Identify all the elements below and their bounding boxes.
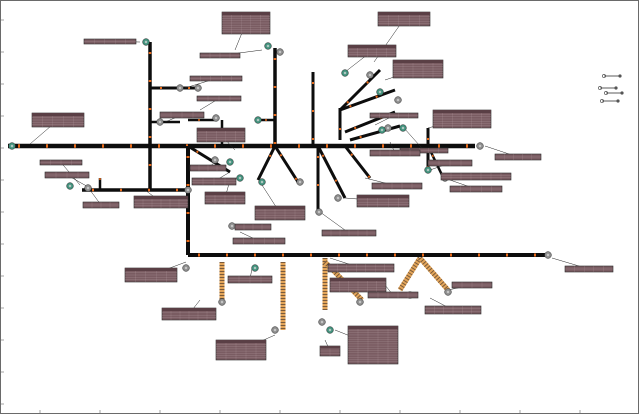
connector-pin-icon xyxy=(68,184,72,188)
connector-pin-icon xyxy=(396,98,400,102)
wire-table-header xyxy=(433,110,491,113)
wire-table-header xyxy=(197,128,245,131)
connector-pin-icon xyxy=(253,266,257,270)
connector-pin-icon xyxy=(278,50,282,54)
connector-pin-icon xyxy=(446,290,450,294)
connector-pin-icon xyxy=(298,180,302,184)
connector-pin-icon xyxy=(220,300,224,304)
wire-table-header xyxy=(255,206,305,209)
wire-table xyxy=(440,172,512,181)
connector-pin-icon xyxy=(401,126,405,130)
connector-pin-icon xyxy=(343,71,347,75)
connector-pin-icon xyxy=(378,90,382,94)
leader-line xyxy=(319,211,350,234)
harness-bundle xyxy=(338,68,382,112)
legend-symbol-icon xyxy=(600,99,604,103)
wire-table xyxy=(347,325,399,365)
connector-pin-icon xyxy=(196,86,200,90)
harness-bundle xyxy=(349,124,401,142)
harness-bundle xyxy=(316,145,347,199)
legend-symbol-icon xyxy=(616,99,620,103)
connector-pin-icon xyxy=(358,300,362,304)
connector-pin-icon xyxy=(213,158,217,162)
connector-pin-icon xyxy=(260,180,264,184)
connector-pin-icon xyxy=(328,328,332,332)
connector-pin-icon xyxy=(317,210,321,214)
wire-table-header xyxy=(162,308,216,311)
wire-table-header xyxy=(393,60,443,63)
connector-pin-icon xyxy=(158,120,162,124)
connector-pin-icon xyxy=(386,126,390,130)
connector-pin-icon xyxy=(10,144,14,148)
connector-pin-icon xyxy=(86,186,90,190)
connector-pin-icon xyxy=(546,253,550,257)
wire-table-header xyxy=(330,278,386,281)
conduit-layer xyxy=(219,256,450,330)
connector-pin-icon xyxy=(273,328,277,332)
connector-pin-icon xyxy=(266,44,270,48)
connector-pin-icon xyxy=(368,73,372,77)
connector-pin-icon xyxy=(426,168,430,172)
wire-table-header xyxy=(134,196,188,199)
connector-pin-icon xyxy=(230,224,234,228)
connector-pin-icon xyxy=(186,188,190,192)
wire-table-header xyxy=(348,326,398,329)
harness-bundle xyxy=(273,145,300,183)
connector-pin-icon xyxy=(336,196,340,200)
connector-pin-icon xyxy=(214,116,218,120)
wire-table-header xyxy=(357,195,409,198)
legend-symbol-icon xyxy=(614,86,618,90)
leader-line xyxy=(403,127,425,151)
wire-table xyxy=(327,263,395,273)
wire-table-layer xyxy=(31,11,614,365)
connector-pin-icon xyxy=(320,320,324,324)
connector-pin-icon xyxy=(478,144,482,148)
harness-bundle xyxy=(256,145,277,181)
harness-bundle xyxy=(343,145,372,179)
connector-pin-icon xyxy=(238,176,242,180)
wire-table-header xyxy=(378,12,430,15)
connector-pin-icon xyxy=(144,40,148,44)
harness-bundle xyxy=(339,88,396,112)
connector-layer xyxy=(8,38,552,334)
wire-table-header xyxy=(205,192,245,195)
legend-symbol-icon xyxy=(620,91,624,95)
connector-pin-icon xyxy=(184,266,188,270)
wire-table-header xyxy=(222,12,270,15)
legend-symbol-icon xyxy=(604,91,608,95)
legend-symbol-icon xyxy=(598,86,602,90)
connector-pin-icon xyxy=(256,118,260,122)
legend-layer xyxy=(598,74,624,103)
conduit-stripe xyxy=(418,256,450,292)
connector-pin-icon xyxy=(178,86,182,90)
wire-table-header xyxy=(320,346,340,349)
connector-pin-icon xyxy=(228,160,232,164)
wire-table-header xyxy=(348,45,396,48)
wire-table-header xyxy=(216,340,266,343)
legend-symbol-icon xyxy=(618,74,622,78)
connector-pin-icon xyxy=(380,128,384,132)
legend-symbol-icon xyxy=(602,74,606,78)
wire-table-header xyxy=(125,268,177,271)
wire-table-header xyxy=(32,113,84,116)
bundle-layer xyxy=(8,42,550,257)
conduit-stripe xyxy=(397,256,423,292)
